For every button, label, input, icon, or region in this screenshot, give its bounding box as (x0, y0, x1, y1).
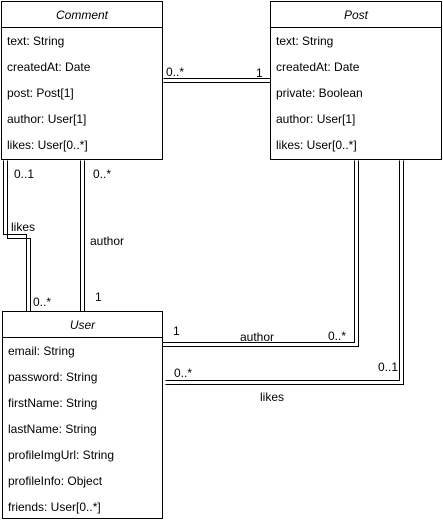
class-comment-attribute: post: Post[1] (7, 86, 74, 100)
class-user-attribute: email: String (8, 344, 75, 358)
comment-likes-line (7, 160, 31, 312)
class-user-attribute: lastName: String (8, 422, 97, 436)
class-comment-attribute: text: String (7, 34, 65, 48)
multiplicity-label: 0..* (328, 329, 347, 343)
multiplicity-label: 0..1 (14, 167, 35, 181)
multiplicity-label: 1 (173, 324, 180, 338)
multiplicity-label: 0..* (93, 167, 112, 181)
class-user-title: User (3, 312, 162, 338)
class-user-attribute: friends: User[0..*] (8, 500, 101, 514)
post-author-line (162, 160, 359, 347)
post-likes-line (165, 160, 400, 381)
post-author-line (162, 160, 355, 343)
association-name-label: likes (11, 220, 36, 234)
association-name-label: likes (260, 390, 285, 404)
class-post-attribute: text: String (276, 34, 334, 48)
class-user-attribute: profileImgUrl: String (8, 448, 115, 462)
class-post-attribute: likes: User[0..*] (276, 138, 357, 152)
multiplicity-label: 0..* (174, 366, 193, 380)
class-comment-attribute: likes: User[0..*] (7, 138, 88, 152)
class-comment-title: Comment (2, 2, 162, 28)
comment-likes-line (3, 160, 27, 312)
multiplicity-label: 0..* (166, 65, 185, 79)
class-user-attribute: password: String (8, 370, 98, 384)
class-user-attribute: profileInfo: Object (8, 474, 103, 488)
multiplicity-label: 0..1 (378, 360, 399, 374)
class-post-attribute: private: Boolean (276, 86, 363, 100)
class-user-attribute: firstName: String (8, 396, 98, 410)
association-name-label: author (90, 234, 125, 248)
class-post-title: Post (271, 2, 441, 28)
class-comment-attribute: createdAt: Date (7, 60, 91, 74)
class-user[interactable]: User email: String password: String firs… (2, 311, 163, 519)
class-post-attribute: author: User[1] (276, 112, 356, 126)
class-post[interactable]: Post text: String createdAt: Date privat… (270, 1, 442, 160)
class-post-attribute: createdAt: Date (276, 60, 360, 74)
association-name-label: author (240, 330, 275, 344)
post-likes-line (165, 160, 404, 385)
class-comment[interactable]: Comment text: String createdAt: Date pos… (1, 1, 163, 160)
multiplicity-label: 0..* (33, 295, 52, 309)
class-comment-attribute: author: User[1] (7, 112, 87, 126)
multiplicity-label: 1 (95, 290, 102, 304)
multiplicity-label: 1 (256, 66, 263, 80)
